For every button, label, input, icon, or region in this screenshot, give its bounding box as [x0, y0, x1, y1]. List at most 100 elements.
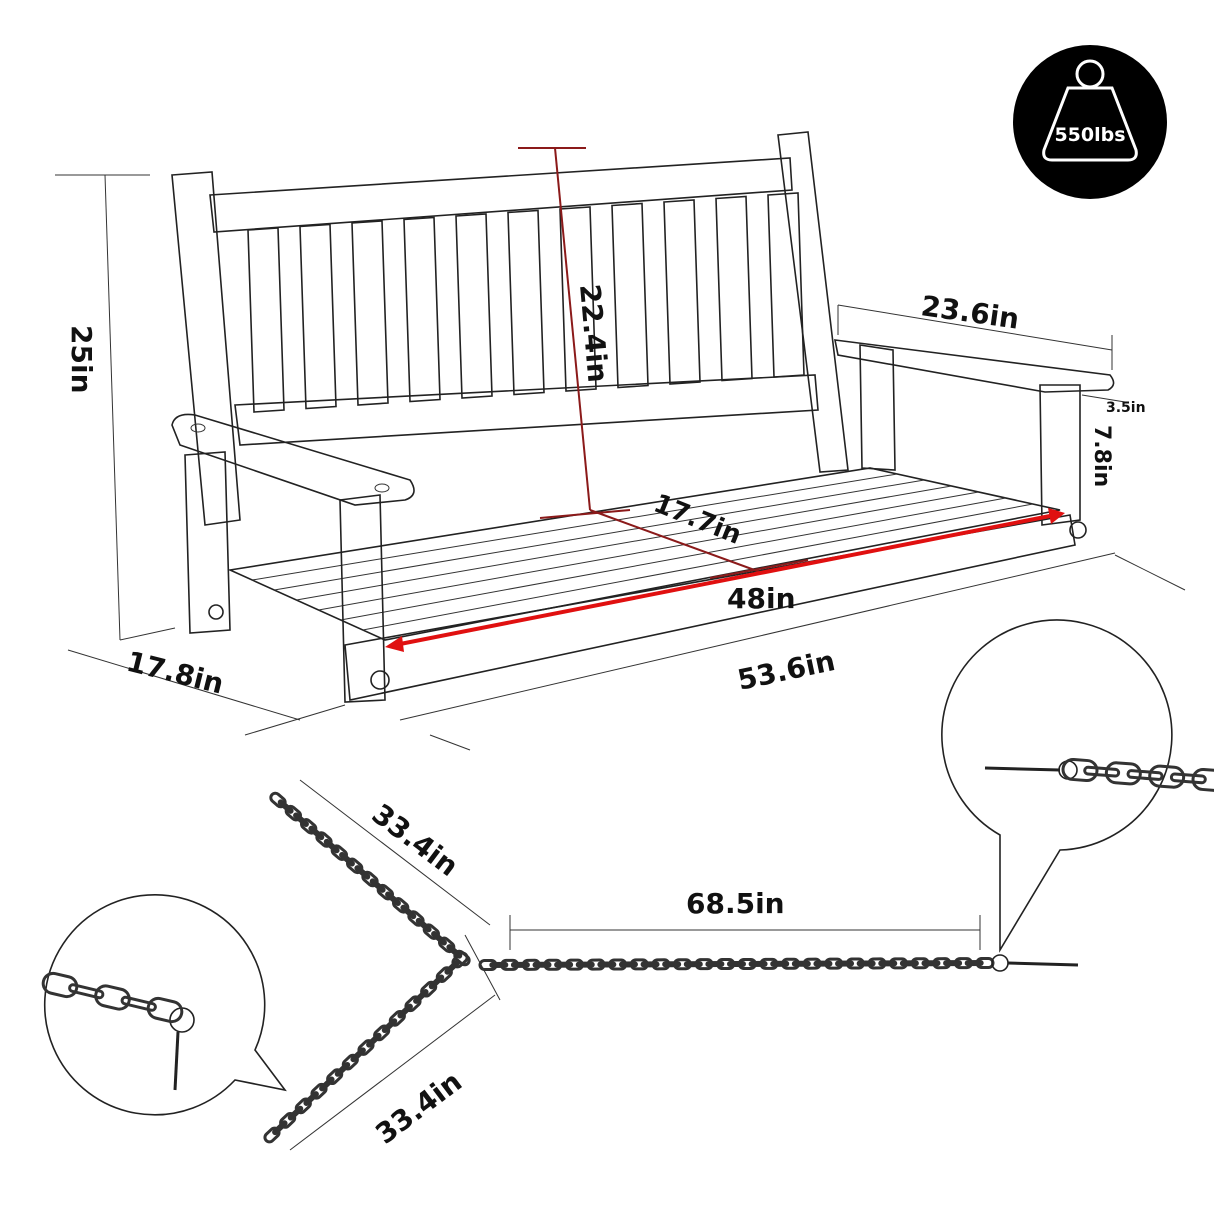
chain-link [575, 961, 595, 968]
chain-link [597, 961, 617, 968]
chain-link [287, 1105, 304, 1121]
armrest-width-label: 3.5in [1106, 400, 1146, 416]
chain-link [662, 961, 682, 968]
chain-link-detail [1104, 761, 1142, 786]
chain-upper-label: 33.4in [366, 797, 465, 883]
chain-link-detail [1191, 767, 1214, 793]
armrest-length-label: 23.6in [919, 289, 1021, 335]
overall-width-label: 53.6in [735, 644, 838, 697]
overall-depth-label: 17.8in [123, 645, 227, 701]
chain-link [554, 961, 574, 968]
chain-link [263, 1126, 281, 1144]
chain-link-detail [120, 995, 157, 1012]
chain-link-detail [94, 984, 131, 1011]
chain-link [964, 960, 984, 967]
detail-callout-ceiling-hook [941, 619, 1214, 953]
chain-link [428, 974, 445, 990]
seat-slat [340, 497, 1006, 621]
back-slat [611, 202, 649, 389]
chain-link-detail [1061, 757, 1099, 783]
chain-link [835, 960, 855, 967]
chain-link [354, 865, 371, 880]
chain-link [640, 961, 660, 968]
chain-link [369, 878, 386, 893]
chain-link [446, 944, 463, 959]
weight-capacity-badge: 550lbs [1013, 45, 1167, 199]
chain-link [415, 917, 432, 933]
back-slat [299, 223, 337, 410]
chain-link [618, 961, 638, 968]
chain-link-detail [41, 971, 79, 999]
chain-link [683, 961, 703, 968]
chain-link-detail [146, 996, 184, 1024]
back-slat [351, 220, 389, 406]
chain-link [727, 960, 746, 968]
back-height-marker [518, 147, 809, 579]
bench-drawing [55, 131, 1186, 751]
seat-slats [252, 473, 1033, 631]
chain-link-detail [1126, 769, 1164, 781]
chain-link [489, 961, 509, 968]
chain-link [510, 961, 530, 968]
chain-link [705, 961, 725, 968]
chain-link [323, 838, 340, 854]
chain-assembly [263, 791, 995, 1144]
chain-link [277, 799, 294, 814]
chain-link [444, 959, 460, 975]
chain-link [385, 891, 401, 906]
chain-link-detail [1148, 764, 1186, 789]
eye-screw-icon [991, 954, 1079, 972]
detail-callout-swing-hook [41, 894, 287, 1116]
chain-link [397, 1003, 413, 1019]
back-height-label: 22.4in [573, 283, 614, 384]
seat-slat [318, 491, 979, 611]
seat-slat [252, 473, 898, 581]
capacity-label: 550lbs [1054, 124, 1125, 146]
chain-link-detail [1083, 765, 1121, 778]
chain-link [303, 1091, 319, 1106]
seat-slat [296, 485, 952, 601]
back-slat [247, 227, 285, 413]
back-slat [455, 213, 493, 399]
chain-main-label: 68.5in [686, 887, 785, 920]
chain-link [293, 812, 309, 827]
weight-icon [1042, 59, 1138, 162]
armrest-height-label: 7.8in [1089, 425, 1114, 487]
chain-link [975, 956, 995, 970]
back-slat [403, 216, 441, 403]
chain-link [350, 1047, 366, 1063]
back-slat [663, 199, 701, 385]
back-slat [507, 209, 545, 396]
back-slats [247, 192, 805, 413]
chain-link [856, 960, 876, 967]
chain-link [381, 1018, 398, 1034]
chain-link [899, 960, 919, 967]
chain-link [532, 961, 552, 968]
chain-link [878, 960, 898, 967]
back-slat [715, 195, 753, 382]
back-slat [559, 206, 597, 392]
chain-link [921, 960, 941, 967]
chain-link [366, 1032, 382, 1048]
seat-depth-label: 17.7in [649, 489, 745, 551]
chain-link [308, 825, 325, 841]
back-slat [767, 192, 805, 378]
chain-link [748, 960, 768, 967]
chain-link [339, 852, 355, 867]
seat-width-arrow [385, 508, 1065, 652]
chain-link-detail [68, 983, 105, 1000]
chain-link [400, 904, 417, 920]
bench-height-label: 25in [65, 325, 98, 394]
chain-link [791, 960, 811, 967]
chain-link [334, 1061, 351, 1077]
chain-link [413, 989, 429, 1004]
chain-link [943, 960, 963, 967]
chain-link-detail [1169, 772, 1207, 785]
seat-slat [362, 503, 1033, 631]
chain-link [272, 1120, 288, 1136]
chain-lower-label: 33.4in [369, 1065, 468, 1151]
chain-link [813, 960, 833, 967]
chain-link [319, 1076, 335, 1092]
